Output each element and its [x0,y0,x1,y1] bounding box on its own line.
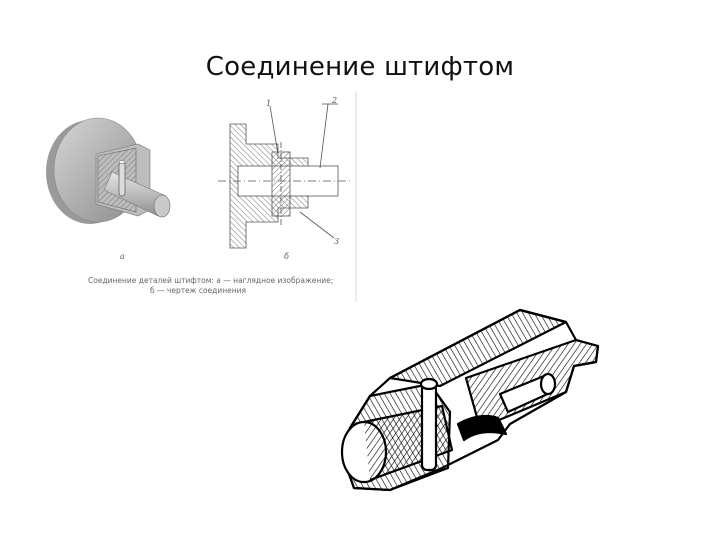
inner-cavity [456,414,508,442]
caption-line-2: б — чертеж соединения [150,286,247,295]
leader-2 [319,103,329,169]
pin-top [118,160,126,164]
vertical-pin [420,382,438,472]
pin-joint-drawing: а 1 2 3 б [46,92,357,302]
label-b: б [284,252,289,261]
label-2: 2 [331,96,337,105]
label-3: 3 [334,237,339,246]
isometric-view: а [46,117,171,261]
caption-line-1: Соединение деталей штифтом: а — наглядно… [88,276,334,285]
pin [118,161,126,197]
slide-title: Соединение штифтом [205,52,515,82]
pin-assembly-drawing [340,308,600,492]
figure-caption: Соединение деталей штифтом: а — наглядно… [88,276,360,296]
label-a: а [120,252,125,261]
section-view [218,103,350,249]
horizontal-pin-end [539,372,557,396]
shaft-end [153,194,171,218]
leader-1 [269,105,279,155]
label-1: 1 [266,99,271,108]
vertical-pin-top [419,377,439,391]
leader-3 [299,211,335,239]
